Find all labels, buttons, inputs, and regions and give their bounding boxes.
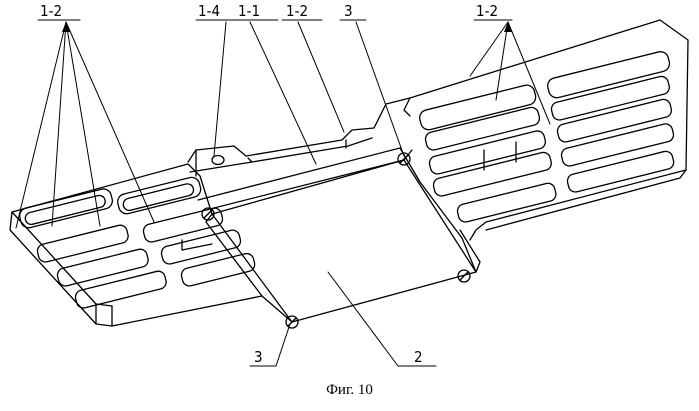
main-body (188, 98, 410, 210)
label-cover: 2 (414, 348, 423, 366)
label-grid-left: 1-2 (40, 2, 62, 20)
leader-arrowheads (62, 22, 512, 32)
screw-bottom (286, 316, 298, 328)
label-screw-top: 3 (344, 2, 353, 20)
label-rib: 1-2 (286, 2, 308, 20)
figure-caption: Фиг. 10 (0, 382, 699, 399)
label-body: 1-1 (238, 2, 260, 20)
label-screw-bottom: 3 (254, 348, 263, 366)
label-grid-right: 1-2 (476, 2, 498, 20)
right-grid (400, 20, 688, 272)
label-hole: 1-4 (198, 2, 220, 20)
